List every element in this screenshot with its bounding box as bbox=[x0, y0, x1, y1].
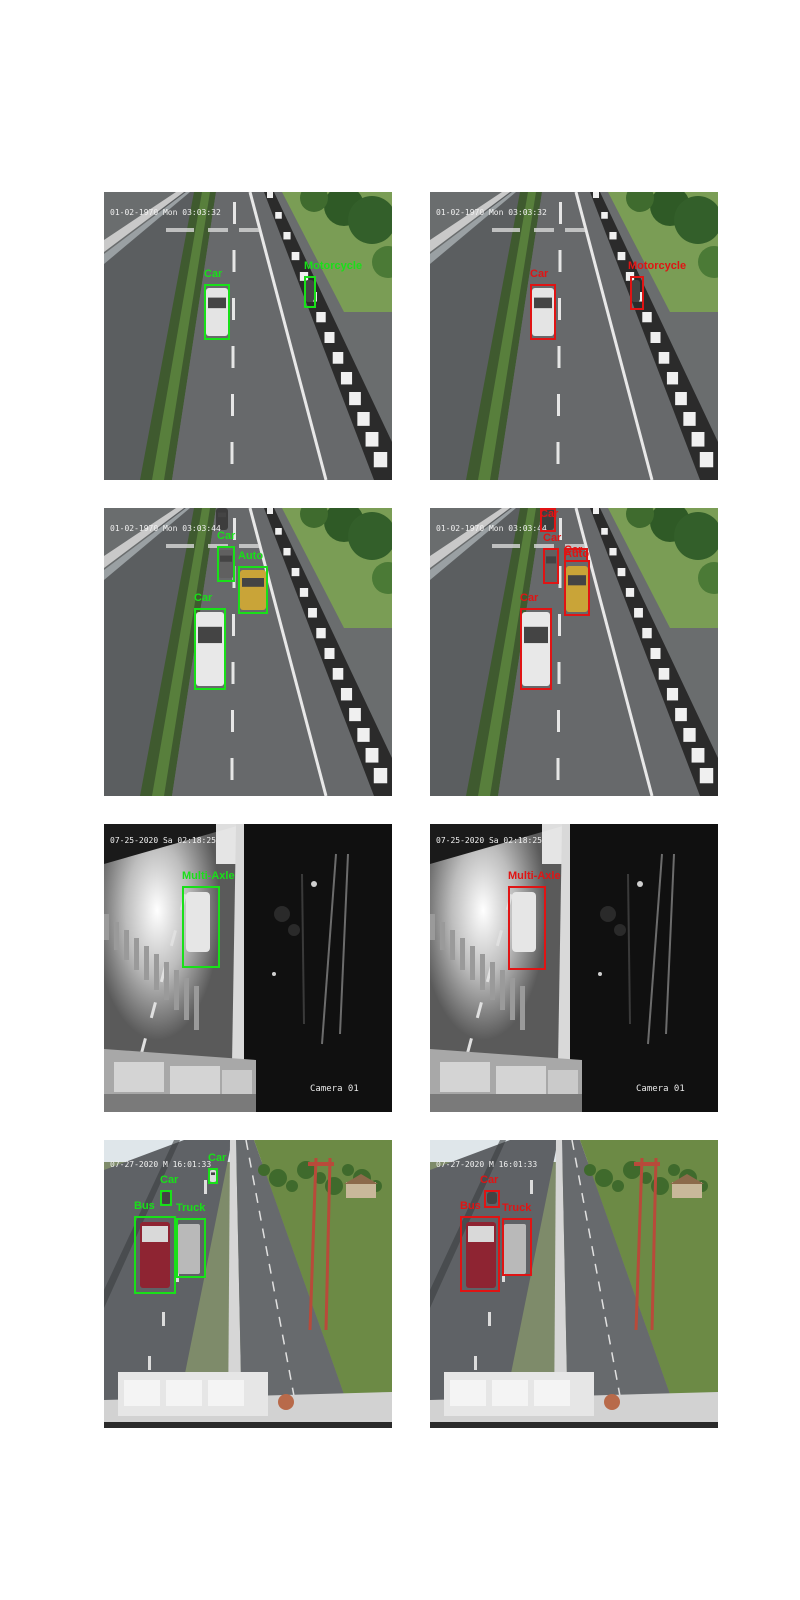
detection-bounding-box bbox=[304, 276, 316, 308]
detection-bounding-box bbox=[208, 1168, 218, 1184]
detection-bounding-box bbox=[630, 276, 644, 310]
camera-frame-image bbox=[104, 824, 392, 1112]
detection-class-label: Car bbox=[543, 532, 562, 544]
detection-bounding-box bbox=[204, 284, 230, 340]
camera-frame-image bbox=[430, 1140, 718, 1428]
detection-class-label: Car bbox=[530, 268, 549, 280]
camera-frame-image bbox=[104, 192, 392, 480]
camera-frame-image bbox=[430, 508, 718, 796]
detection-class-label: Bus bbox=[134, 1200, 155, 1212]
detection-class-label: Car bbox=[480, 1174, 499, 1186]
camera-frame-image bbox=[430, 192, 718, 480]
detection-class-label: Car bbox=[160, 1174, 179, 1186]
detection-bounding-box bbox=[460, 1216, 500, 1292]
detection-bounding-box bbox=[508, 886, 546, 970]
detection-bounding-box bbox=[217, 546, 235, 582]
detection-class-label: Car bbox=[540, 508, 559, 520]
detection-bounding-box bbox=[238, 566, 268, 614]
detection-bounding-box bbox=[502, 1218, 532, 1276]
frame-timestamp: 01-02-1970 Mon 03:03:32 bbox=[436, 208, 547, 217]
detection-bounding-box bbox=[564, 560, 590, 616]
detection-bounding-box bbox=[182, 886, 220, 968]
detection-bounding-box bbox=[564, 548, 588, 562]
detection-bounding-box bbox=[160, 1190, 172, 1206]
frame-timestamp: 07-25-2020 Sa 02:18:25 bbox=[436, 836, 542, 845]
detection-class-label: Motorcycle bbox=[304, 260, 363, 272]
frame-timestamp: 01-02-1970 Mon 03:03:44 bbox=[110, 524, 221, 533]
detection-class-label: Bus bbox=[460, 1200, 481, 1212]
detection-class-label: Car bbox=[204, 268, 223, 280]
detection-class-label: Car bbox=[208, 1152, 227, 1164]
frame-timestamp: 07-27-2020 M 16:01:33 bbox=[110, 1160, 212, 1169]
frame-timestamp: 07-25-2020 Sa 02:18:25 bbox=[110, 836, 216, 845]
camera-name-label: Camera 01 bbox=[310, 1084, 359, 1094]
frame-timestamp: 01-02-1970 Mon 03:03:44 bbox=[436, 524, 547, 533]
detection-bounding-box bbox=[543, 548, 559, 584]
detection-class-label: Truck bbox=[176, 1202, 206, 1214]
camera-name-label: Camera 01 bbox=[636, 1084, 685, 1094]
detection-class-label: Auto bbox=[564, 548, 590, 560]
detection-bounding-box bbox=[484, 1190, 500, 1208]
detection-bounding-box bbox=[134, 1216, 176, 1294]
detection-bounding-box bbox=[176, 1218, 206, 1278]
detection-class-label: Truck bbox=[502, 1202, 532, 1214]
detection-class-label: Car bbox=[564, 544, 583, 556]
detection-bounding-box bbox=[530, 284, 556, 340]
detection-class-label: Auto bbox=[238, 550, 264, 562]
camera-frame-image bbox=[430, 824, 718, 1112]
detection-bounding-box bbox=[194, 608, 226, 690]
detection-bounding-box bbox=[520, 608, 552, 690]
detection-class-label: Motorcycle bbox=[628, 260, 687, 272]
frame-timestamp: 01-02-1970 Mon 03:03:32 bbox=[110, 208, 221, 217]
detection-bounding-box bbox=[540, 508, 556, 532]
detection-class-label: Multi-Axle bbox=[508, 870, 561, 882]
frame-timestamp: 07-27-2020 M 16:01:33 bbox=[436, 1160, 538, 1169]
detection-class-label: Car bbox=[194, 592, 213, 604]
detection-class-label: Multi-Axle bbox=[182, 870, 235, 882]
detection-class-label: Car bbox=[520, 592, 539, 604]
camera-frame-image bbox=[104, 1140, 392, 1428]
detection-class-label: Car bbox=[217, 530, 236, 542]
